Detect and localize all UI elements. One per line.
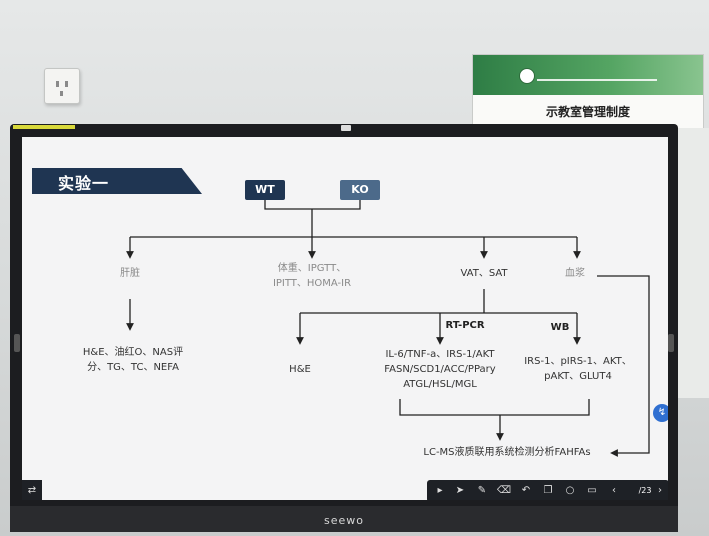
flow-lines <box>126 200 650 457</box>
left-side-tab[interactable] <box>14 334 20 352</box>
sign-subtitle: 示教室管理制度 <box>545 105 630 119</box>
slide-screen: 实验一 WT KO <box>22 137 668 500</box>
ko-box: KO <box>340 180 380 200</box>
right-side-tab[interactable] <box>668 334 674 352</box>
bottom-bezel <box>10 506 678 532</box>
slide-title: 实验一 <box>58 174 110 193</box>
liver-tests-2: 分、TG、TC、NEFA <box>87 362 179 373</box>
title-bar <box>32 168 202 194</box>
circle-icon[interactable]: ○ <box>565 485 575 496</box>
page-counter: /23 <box>638 486 652 495</box>
wb-label: WB <box>550 322 570 333</box>
wall-sign: 示教室管理制度 <box>472 54 704 130</box>
undo-icon[interactable]: ↶ <box>521 485 531 496</box>
rt-pcr-label: RT-PCR <box>445 320 485 331</box>
copy-icon[interactable]: ❐ <box>543 485 553 496</box>
arrow-icon[interactable]: ▸ <box>437 485 443 496</box>
next-icon[interactable]: › <box>658 485 662 496</box>
brand-logo: seewo <box>324 514 364 527</box>
screen-icon[interactable]: ▭ <box>587 485 597 496</box>
pointer-icon[interactable]: ➤ <box>455 485 465 496</box>
fat-label: VAT、SAT <box>460 268 508 279</box>
sticker <box>13 125 75 129</box>
liver-label: 肝脏 <box>120 268 140 279</box>
power-outlet <box>44 68 80 104</box>
rt-pcr-genes-3: ATGL/HSL/MGL <box>403 379 477 390</box>
wb-proteins-2: pAKT、GLUT4 <box>544 371 612 382</box>
final-analysis: LC-MS液质联用系统检测分析FAHFAs <box>423 447 591 458</box>
weight-label-1: 体重、IPGTT、 <box>277 263 347 274</box>
liver-tests-1: H&E、油红O、NAS评 <box>82 347 184 358</box>
side-tool-button[interactable]: ⇄ <box>22 480 42 500</box>
weight-label-2: IPITT、HOMA-IR <box>272 278 352 289</box>
assist-icon[interactable]: ↯ <box>653 404 668 422</box>
annotation-toolbar: ▸ ➤ ✎ ⌫ ↶ ❐ ○ ▭ ‹ /23 › <box>427 480 668 500</box>
prev-icon[interactable]: ‹ <box>612 485 616 496</box>
eraser-icon[interactable]: ⌫ <box>496 485 512 496</box>
pen-icon[interactable]: ✎ <box>477 485 487 496</box>
rt-pcr-genes-1: IL-6/TNF-a、IRS-1/AKT <box>385 349 495 360</box>
plasma-label: 血浆 <box>565 268 585 279</box>
wb-proteins-1: IRS-1、pIRS-1、AKT、 <box>524 356 632 367</box>
wt-box: WT <box>245 180 285 200</box>
school-logo <box>519 68 535 84</box>
whiteboard-edge <box>672 128 709 398</box>
fat-he-label: H&E <box>289 364 311 375</box>
camera <box>341 125 351 131</box>
school-name-script <box>537 69 657 81</box>
display-panel: 实验一 WT KO <box>10 124 678 532</box>
rt-pcr-genes-2: FASN/SCD1/ACC/PPary <box>384 364 496 375</box>
